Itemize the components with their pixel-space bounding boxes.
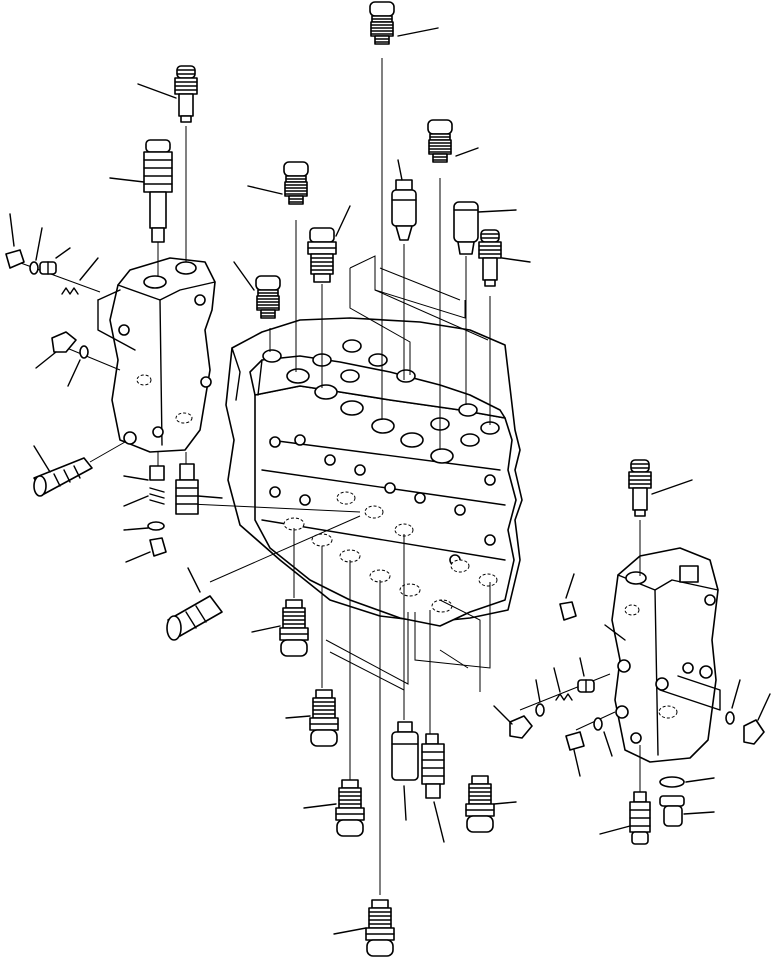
part-bottom-valve-3 xyxy=(303,779,365,837)
part-left-oring-1 xyxy=(29,227,43,275)
part-left-top-pencil-1 xyxy=(137,65,198,123)
part-right-bottom-plug xyxy=(565,731,585,777)
part-bottom-valve-1 xyxy=(251,599,309,657)
part-left-oring-3 xyxy=(123,521,165,531)
part-top-plug-5 xyxy=(233,261,281,319)
part-right-side-plug xyxy=(743,693,771,745)
part-top-plug-4 xyxy=(307,205,351,283)
part-bottom-valve-2 xyxy=(285,689,339,747)
part-bottom-cap xyxy=(391,721,419,821)
part-right-spring xyxy=(553,667,573,701)
main-valve-block xyxy=(225,317,523,627)
part-top-plug-1 xyxy=(369,1,439,45)
part-left-bottom-plug xyxy=(125,537,167,563)
part-right-oring-2 xyxy=(593,717,613,757)
part-right-top-pencil xyxy=(628,459,693,517)
part-top-plug-3 xyxy=(247,161,309,205)
part-bottom-pencil xyxy=(421,733,445,843)
part-left-small-spring xyxy=(123,465,165,507)
part-right-bottom-valve xyxy=(599,791,651,845)
right-valve-section xyxy=(604,547,721,763)
part-center-valve xyxy=(391,159,417,241)
part-left-small-plug xyxy=(5,213,25,269)
part-left-nut xyxy=(39,247,71,275)
part-bottom-valve-5 xyxy=(465,775,517,833)
part-right-nut xyxy=(577,657,595,693)
part-top-plug-2 xyxy=(427,119,479,163)
part-bottom-valve-4 xyxy=(333,899,395,957)
part-right-oring-3 xyxy=(725,679,741,725)
part-left-top-pencil-2 xyxy=(109,139,173,243)
part-left-spool xyxy=(33,445,93,497)
part-left-plug-2 xyxy=(35,331,77,369)
left-valve-section xyxy=(97,257,216,453)
part-right-oring-1 xyxy=(535,679,545,717)
part-left-oring-2 xyxy=(67,345,89,387)
part-left-spring-1 xyxy=(61,257,99,295)
part-right-plug-2 xyxy=(493,705,533,739)
part-right-pencil-valve xyxy=(478,229,531,287)
part-left-vertical-valve xyxy=(175,463,223,515)
part-right-bottom-cap xyxy=(659,795,715,827)
part-angled-long-valve xyxy=(166,567,223,641)
part-right-cap xyxy=(453,201,517,255)
part-right-small-plug xyxy=(559,573,577,621)
part-right-bottom-oring xyxy=(659,776,715,788)
assembly-guide-lines xyxy=(17,58,641,895)
